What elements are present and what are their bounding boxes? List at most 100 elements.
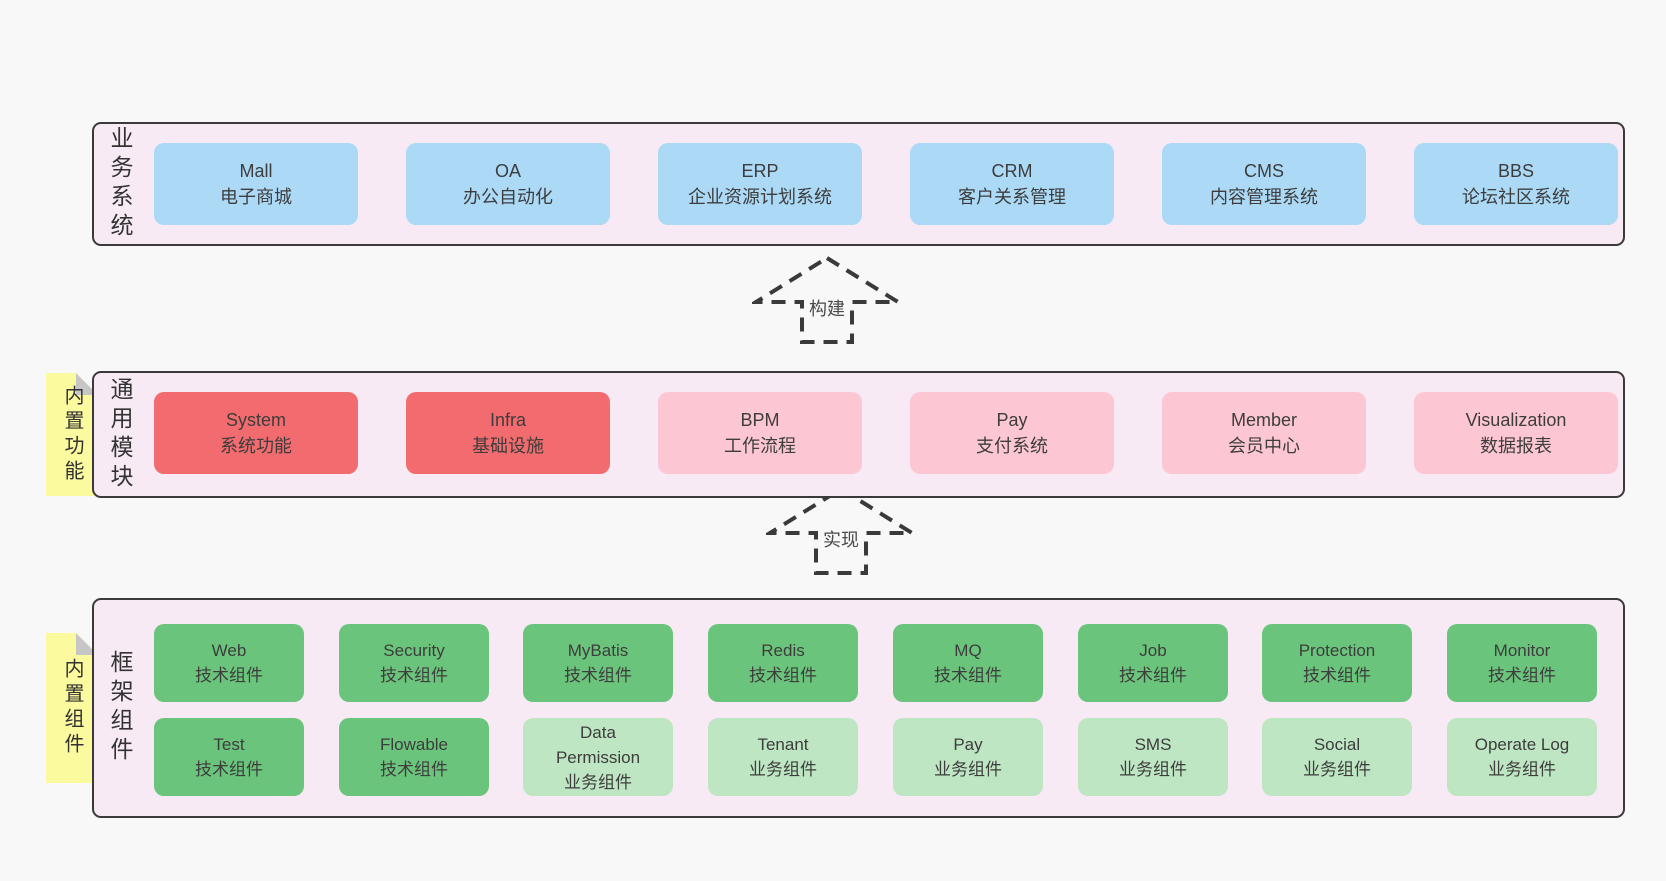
sticky-note-label: 内置组件 — [61, 658, 83, 758]
layer-title: 业务系统 — [107, 126, 133, 242]
box-bbs: BBS 论坛社区系统 — [1414, 143, 1618, 225]
box-name-zh: 工作流程 — [724, 436, 796, 456]
box-member: Member 会员中心 — [1162, 392, 1366, 474]
box-name-zh: 技术组件 — [195, 760, 263, 779]
box-crm: CRM 客户关系管理 — [910, 143, 1114, 225]
box-name-zh: 技术组件 — [1488, 666, 1556, 685]
box-job: Job 技术组件 — [1078, 624, 1228, 702]
box-name-en: BBS — [1497, 161, 1535, 181]
layer-title: 框架组件 — [107, 650, 133, 766]
box-mybatis: MyBatis 技术组件 — [523, 624, 673, 702]
sticky-note-built-in-functions: 内置功能 — [46, 373, 98, 496]
layer-business-systems: 业务系统 Mall 电子商城 OA 办公自动化 ERP 企业资源计划系统 CRM… — [92, 122, 1625, 246]
box-sms: SMS 业务组件 — [1078, 718, 1228, 796]
box-name-en: System — [225, 410, 286, 430]
box-name-zh: 技术组件 — [380, 666, 448, 685]
box-name-zh: 技术组件 — [564, 666, 632, 685]
box-security: Security 技术组件 — [339, 624, 489, 702]
box-redis: Redis 技术组件 — [708, 624, 858, 702]
box-name-en: MyBatis — [567, 641, 629, 660]
box-name-zh: 技术组件 — [749, 666, 817, 685]
box-name-en: Monitor — [1493, 641, 1551, 660]
box-flowable: Flowable 技术组件 — [339, 718, 489, 796]
box-name-en: Tenant — [757, 735, 809, 754]
box-bpm: BPM 工作流程 — [658, 392, 862, 474]
arrow-build: 构建 — [752, 254, 902, 346]
box-name-en: Member — [1230, 410, 1297, 430]
box-data-permission: Data Permission 业务组件 — [523, 718, 673, 796]
arrow-label: 构建 — [804, 294, 850, 322]
box-name-en: Flowable — [379, 735, 449, 754]
box-infra: Infra 基础设施 — [406, 392, 610, 474]
box-name-zh: 业务组件 — [564, 772, 632, 792]
box-name-en: Social — [1313, 735, 1361, 754]
box-name-zh: 系统功能 — [220, 436, 292, 456]
box-name-en: Security — [383, 641, 445, 660]
box-name-zh: 业务组件 — [749, 760, 817, 779]
box-pay-component: Pay 业务组件 — [893, 718, 1043, 796]
box-name-zh: 技术组件 — [1119, 666, 1187, 685]
box-name-en: MQ — [954, 641, 982, 660]
box-name-en: Infra — [489, 410, 527, 430]
box-name-en: Pay — [996, 410, 1028, 430]
box-name-en: OA — [494, 161, 521, 181]
box-system: System 系统功能 — [154, 392, 358, 474]
box-name-zh: 数据报表 — [1480, 436, 1552, 456]
box-web: Web 技术组件 — [154, 624, 304, 702]
box-name-zh: 业务组件 — [934, 760, 1002, 779]
box-name-zh: 客户关系管理 — [958, 187, 1066, 207]
box-name-zh: 技术组件 — [1303, 666, 1371, 685]
sticky-note-built-in-components: 内置组件 — [46, 633, 98, 783]
box-name-en: BPM — [740, 410, 780, 430]
up-arrow-icon — [752, 255, 902, 344]
box-name-en: Pay — [953, 735, 983, 754]
box-name-zh: 业务组件 — [1488, 760, 1556, 779]
box-name-zh: 基础设施 — [472, 436, 544, 456]
box-name-en: Data Permission — [555, 722, 641, 767]
box-name-zh: 企业资源计划系统 — [688, 187, 832, 207]
box-visualization: Visualization 数据报表 — [1414, 392, 1618, 474]
box-name-en: CMS — [1244, 161, 1284, 181]
box-name-en: ERP — [741, 161, 779, 181]
box-name-zh: 内容管理系统 — [1210, 187, 1318, 207]
box-name-zh: 办公自动化 — [463, 187, 553, 207]
box-name-zh: 论坛社区系统 — [1462, 187, 1570, 207]
box-name-en: Visualization — [1465, 410, 1567, 430]
box-name-zh: 业务组件 — [1119, 760, 1187, 779]
layer-title: 通用模块 — [107, 376, 133, 493]
box-name-en: Redis — [761, 641, 805, 660]
box-name-zh: 业务组件 — [1303, 760, 1371, 779]
box-name-en: SMS — [1134, 735, 1172, 754]
box-name-en: Job — [1139, 641, 1167, 660]
box-oa: OA 办公自动化 — [406, 143, 610, 225]
box-name-en: Test — [213, 735, 245, 754]
box-mall: Mall 电子商城 — [154, 143, 358, 225]
box-name-en: Operate Log — [1474, 735, 1570, 754]
box-test: Test 技术组件 — [154, 718, 304, 796]
box-erp: ERP 企业资源计划系统 — [658, 143, 862, 225]
box-name-zh: 技术组件 — [195, 666, 263, 685]
box-name-zh: 技术组件 — [934, 666, 1002, 685]
box-cms: CMS 内容管理系统 — [1162, 143, 1366, 225]
arrow-label: 实现 — [818, 525, 864, 553]
arrow-implement: 实现 — [766, 485, 916, 577]
box-pay-module: Pay 支付系统 — [910, 392, 1114, 474]
box-mq: MQ 技术组件 — [893, 624, 1043, 702]
up-arrow-icon — [766, 486, 916, 575]
box-name-zh: 电子商城 — [220, 187, 292, 207]
box-name-en: Protection — [1298, 641, 1376, 660]
box-name-zh: 支付系统 — [976, 436, 1048, 456]
layer-common-modules: 通用模块 System 系统功能 Infra 基础设施 BPM 工作流程 Pay… — [92, 371, 1625, 498]
box-tenant: Tenant 业务组件 — [708, 718, 858, 796]
layer-framework-components: 框架组件 Web 技术组件 Security 技术组件 MyBatis 技术组件… — [92, 598, 1625, 818]
box-social: Social 业务组件 — [1262, 718, 1412, 796]
box-name-en: Mall — [239, 161, 273, 181]
box-name-en: CRM — [991, 161, 1033, 181]
box-name-zh: 会员中心 — [1228, 436, 1300, 456]
box-name-zh: 技术组件 — [380, 760, 448, 779]
box-operate-log: Operate Log 业务组件 — [1447, 718, 1597, 796]
box-protection: Protection 技术组件 — [1262, 624, 1412, 702]
sticky-note-label: 内置功能 — [61, 384, 83, 485]
box-monitor: Monitor 技术组件 — [1447, 624, 1597, 702]
box-name-en: Web — [211, 641, 247, 660]
